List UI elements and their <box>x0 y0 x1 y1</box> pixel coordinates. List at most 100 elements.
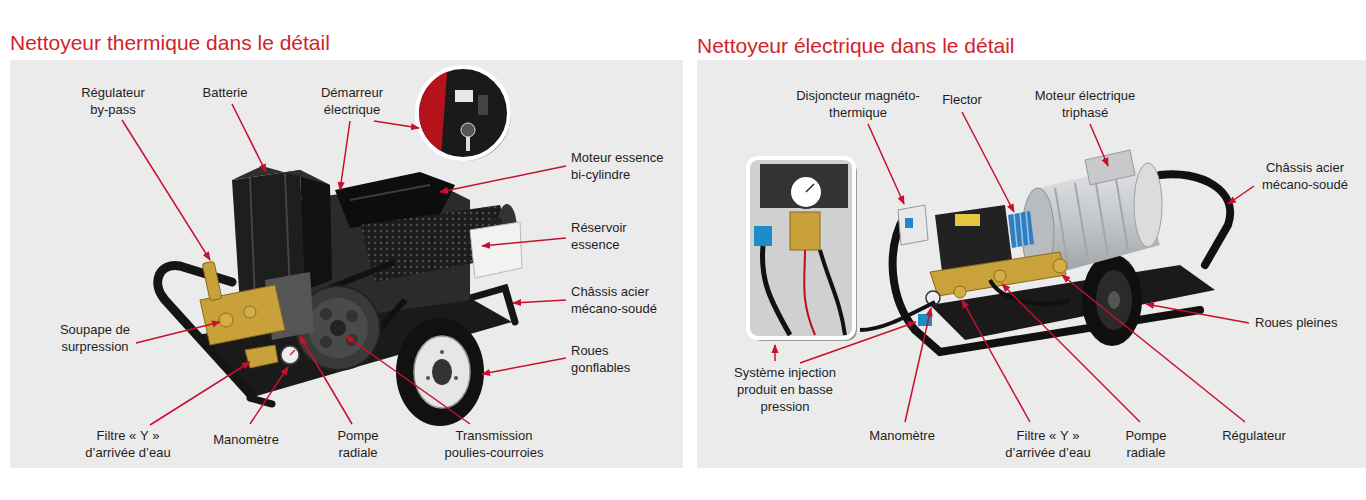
label-holder: Filtre « Y » d’arrivée d’eau <box>996 428 1100 462</box>
label-holder: Pompe radiale <box>1116 428 1176 462</box>
leader-line <box>775 112 1254 422</box>
leader-line <box>1002 284 1140 422</box>
label-holder: Soupape de surpression <box>54 322 136 356</box>
pulley-belt <box>330 320 346 336</box>
label-holder: Transmission poulies-courroies <box>434 428 554 462</box>
label-holder: Roues gonflables <box>571 343 647 377</box>
label-holder: Manomètre <box>862 428 942 445</box>
leader-line <box>800 322 916 363</box>
label-holder: Roues pleines <box>1255 315 1355 332</box>
starter-inset <box>466 137 470 151</box>
pulley-belt <box>346 310 358 322</box>
injection-inset <box>754 226 772 246</box>
panel-heading: Nettoyeur électrique dans le détail <box>697 33 1015 58</box>
petrol-engine <box>350 185 430 200</box>
part-label: Soupape de surpression <box>54 322 136 356</box>
radial-pump <box>954 286 966 298</box>
starter-inset <box>455 90 473 102</box>
inflatable-wheel <box>426 376 430 380</box>
pulley-belt <box>320 336 332 348</box>
battery <box>232 166 330 185</box>
injection-inset <box>790 212 820 250</box>
label-holder: Pompe radiale <box>328 428 388 462</box>
panel-heading: Nettoyeur thermique dans le détail <box>10 30 330 55</box>
leader-line <box>482 358 566 374</box>
part-label: Démarreur électrique <box>311 85 393 119</box>
flector-coupling <box>1008 211 1034 248</box>
leader-line <box>122 104 566 425</box>
circuit-breaker <box>898 205 928 245</box>
leader-line <box>340 121 350 190</box>
injection-inset <box>806 184 814 192</box>
leader-line <box>905 308 931 422</box>
inflatable-wheel <box>454 376 458 380</box>
leader-line <box>1062 275 1245 422</box>
part-label: Régulateur <box>1214 428 1294 445</box>
label-holder: Flector <box>932 92 992 109</box>
leader-line <box>232 104 266 172</box>
label-holder: Batterie <box>190 85 260 102</box>
chassis-frame <box>470 288 515 322</box>
part-label: Régulateur by-pass <box>74 85 152 119</box>
leader-line <box>136 322 220 343</box>
label-holder: Moteur électrique triphasé <box>1026 88 1144 122</box>
label-holder: Réservoir essence <box>571 220 645 254</box>
thermal-washer-illustration <box>10 60 683 468</box>
three-phase-motor <box>1055 173 1128 265</box>
label-holder: Système injection produit en basse press… <box>732 365 838 416</box>
injection-inset <box>820 250 845 335</box>
hoses <box>990 280 1070 304</box>
injection-inset <box>804 250 815 335</box>
radial-pump <box>1053 259 1067 273</box>
leader-line <box>346 336 470 424</box>
radial-pump <box>955 214 980 226</box>
chassis-frame <box>250 398 272 404</box>
battery <box>300 170 332 290</box>
radial-pump <box>245 345 278 368</box>
leader-line <box>150 362 250 425</box>
illustration-panel: Nettoyeur thermique dans le détailRégula… <box>10 60 683 468</box>
part-label: Roues pleines <box>1255 315 1355 332</box>
part-label: Roues gonflables <box>571 343 647 377</box>
injection-inset <box>790 176 822 208</box>
part-label: Pompe radiale <box>328 428 388 462</box>
starter-inset <box>461 123 475 137</box>
part-label: Manomètre <box>862 428 942 445</box>
leader-line <box>774 345 776 361</box>
radial-pump <box>244 306 256 318</box>
chassis-frame <box>915 310 1200 352</box>
label-holder: Filtre « Y » d’arrivée d’eau <box>76 428 180 462</box>
part-label: Disjoncteur magnéto-thermique <box>796 88 920 122</box>
radial-pump <box>281 346 299 364</box>
circuit-breaker <box>898 205 928 245</box>
flector-coupling <box>1008 211 1034 248</box>
part-label: Flector <box>932 92 992 109</box>
heading-holder: Nettoyeur électrique dans le détail <box>697 33 1015 58</box>
radial-pump <box>290 350 295 355</box>
inflatable-wheel <box>396 318 484 426</box>
inflatable-wheel <box>432 359 452 385</box>
pulley-belt <box>308 298 368 358</box>
leader-line <box>122 120 210 260</box>
label-holder: Moteur essence bi-cylindre <box>571 150 675 184</box>
leader-line <box>440 166 566 192</box>
part-label: Pompe radiale <box>1116 428 1176 462</box>
illustration-panel: Nettoyeur électrique dans le détailDisjo… <box>697 60 1366 468</box>
part-label: Manomètre <box>206 432 286 449</box>
injection-inset <box>748 158 854 338</box>
label-holder: Démarreur électrique <box>311 85 393 119</box>
part-label: Châssis acier mécano-soudé <box>1255 160 1355 194</box>
part-label: Transmission poulies-courroies <box>434 428 554 462</box>
leader-line <box>374 121 419 128</box>
fuel-tank <box>470 218 522 278</box>
starter-inset <box>410 60 488 170</box>
circuit-breaker <box>905 218 913 228</box>
leader-line <box>962 112 1014 212</box>
heading-holder: Nettoyeur thermique dans le détail <box>10 30 330 55</box>
part-label: Moteur électrique triphasé <box>1026 88 1144 122</box>
leader-line <box>868 124 904 204</box>
injection-inset <box>748 158 857 341</box>
fuel-tank <box>490 218 502 224</box>
radial-pump <box>200 261 314 368</box>
